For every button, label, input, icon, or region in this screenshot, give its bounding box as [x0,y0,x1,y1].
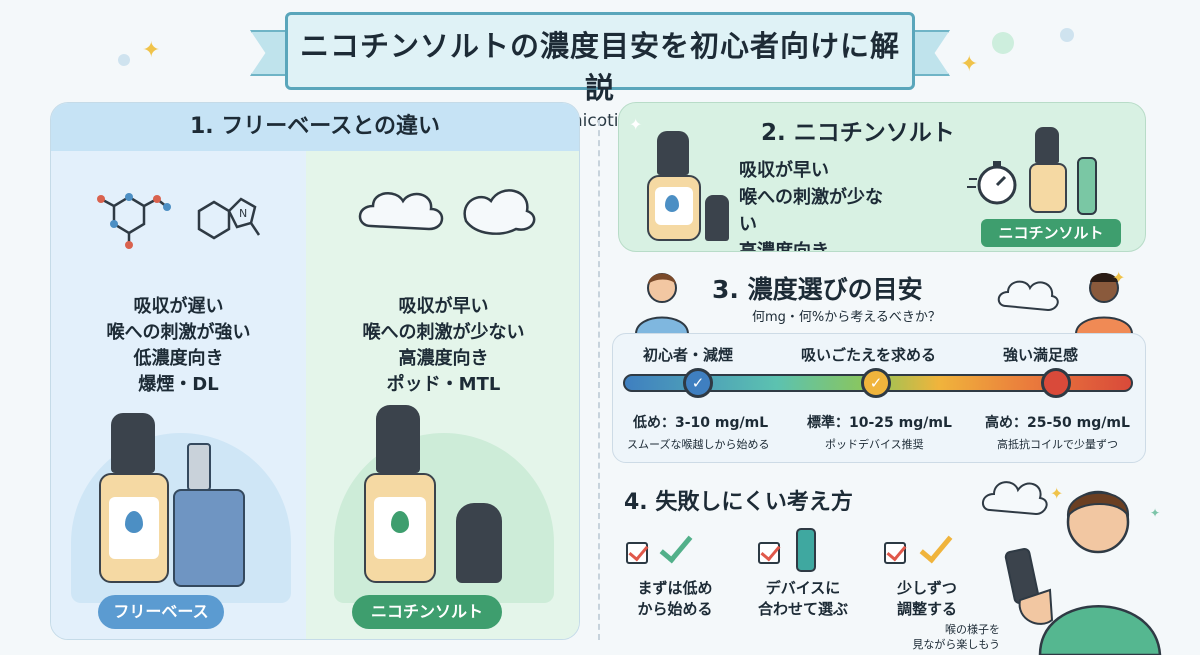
section2-badge: ニコチンソルト [981,219,1121,247]
pod-icon [456,503,502,583]
tip-1-line2: から始める [637,600,713,618]
section1-heading: 1. フリーベースとの違い [51,103,579,151]
sparkle-icon: ✦ [1150,506,1161,520]
page-title: ニコチンソルトの濃度目安を初心者向けに解説 [299,29,900,105]
salt-feature-4: ポッド・MTL [386,374,501,395]
molecule-icon: N [97,193,261,249]
salt-features: 吸収が早い 喉への刺激が少ない 高濃度向き ポッド・MTL [306,294,579,398]
freebase-feature-2: 喉への刺激が強い [106,322,251,343]
freebase-feature-1: 吸収が遅い [133,296,224,317]
bottle-cap-icon [376,405,420,473]
bottle-cap-icon [1035,127,1059,163]
salt-feature-3: 高濃度向き [398,348,489,369]
freebase-features: 吸収が遅い 喉への刺激が強い 低濃度向き 爆煙・DL [51,294,306,398]
section2-feature-2: 喉への刺激が少ない [739,187,883,235]
pod-device-icon [1077,157,1097,215]
tip-2: デバイスに 合わせて選ぶ [748,578,858,620]
person-vaping-illustration [982,481,1162,655]
sparkle-icon: ✦ [960,52,979,77]
level-high-label: 強い満足感 [1003,346,1079,364]
dot-icon [118,54,130,66]
salt-pill: ニコチンソルト [352,595,502,629]
title-banner: ニコチンソルトの濃度目安を初心者向けに解説 ( beginners guides… [285,12,915,131]
box-mod-icon [173,489,245,587]
bottle-cap-icon [111,413,155,473]
salt-column: 吸収が早い 喉への刺激が少ない 高濃度向き ポッド・MTL ニコチンソルト [306,151,579,639]
salt-feature-1: 吸収が早い [398,296,489,317]
tip-3-line2: 調整する [896,600,957,618]
tip-3-line1: 少しずつ [897,579,957,597]
level-low-range: 低め：3-10 mg/mL [633,415,769,431]
checkbox-icon [758,542,780,564]
drop-icon [125,511,143,533]
freebase-feature-4: 爆煙・DL [138,374,219,395]
sparkle-icon: ✦ [1050,484,1064,503]
level-mid-note: ポッドデバイス推奨 [825,438,924,451]
sparkle-icon: ✦ [629,115,643,134]
section2-feature-1: 吸収が早い [739,160,829,181]
cloud-icon [358,189,536,235]
section-nicotine-salt: 2. ニコチンソルト ✦ 吸収が早い 喉への刺激が少ない 高濃度向き ニコチンソ… [618,102,1146,252]
section-freebase-comparison: 1. フリーベースとの違い N 吸収が遅い 喉への刺激が強い 低濃度向き 爆煙・… [50,102,580,640]
salt-feature-2: 喉への刺激が少ない [362,322,525,343]
level-high-note: 高抵抗コイルで少量ずつ [997,438,1118,451]
level-high-range: 高め：25-50 mg/mL [985,415,1130,431]
section2-feature-3: 高濃度向き [739,241,829,252]
svg-text:N: N [239,207,247,220]
stopwatch-icon [967,161,1017,205]
tip-1: まずは低め から始める [620,578,730,620]
check-icon [919,528,953,564]
gauge-marker-high [1041,368,1071,398]
freebase-feature-3: 低濃度向き [133,348,224,369]
drop-icon [665,195,679,212]
liquid-bottle-icon [99,473,169,583]
dot-icon [992,32,1014,54]
checkbox-icon [626,542,648,564]
gauge-marker-low: ✓ [683,368,713,398]
section2-features: 吸収が早い 喉への刺激が少ない 高濃度向き [739,157,899,252]
section3-heading: 3. 濃度選びの目安 [712,275,923,304]
freebase-column: N 吸収が遅い 喉への刺激が強い 低濃度向き 爆煙・DL フリーベース [51,151,306,639]
freebase-pill: フリーベース [98,595,224,629]
section4-heading: 4. 失敗しにくい考え方 [624,490,853,515]
section4-aside-line2: 見ながら楽しもう [912,638,1000,651]
checkbox-icon [884,542,906,564]
liquid-bottle-icon [364,473,436,583]
gauge-marker-mid: ✓ [861,368,891,398]
section2-heading: 2. ニコチンソルト [761,120,955,146]
section4-aside-line1: 喉の様子を [945,623,1000,636]
level-low-label: 初心者・減煙 [643,346,734,364]
liquid-bottle-icon [647,175,701,241]
level-mid-range: 標準：10-25 mg/mL [807,415,952,431]
pod-device-icon [796,528,816,572]
concentration-gauge-panel: 初心者・減煙 吸いごたえを求める 強い満足感 ✓ ✓ 低め：3-10 mg/mL… [612,333,1146,463]
dot-icon [1060,28,1074,42]
person-icon [634,273,690,334]
tank-icon [187,443,211,491]
section3-question: 何mg・何%から考えるべきか？ [752,310,941,325]
sparkle-icon: ✦ [142,38,161,63]
cloud-icon [997,280,1059,312]
liquid-bottle-icon [1029,163,1067,213]
person-icon [1074,273,1134,334]
level-low-note: スムーズな喉越しから始める [627,438,770,451]
column-divider [598,120,600,640]
bottle-cap-icon [657,131,689,175]
check-icon [659,528,693,564]
drop-icon [391,511,409,533]
pod-icon [705,195,729,241]
sparkle-icon: ✦ [1112,268,1126,287]
tip-1-line1: まずは低め [637,579,713,597]
tip-2-line2: 合わせて選ぶ [757,600,848,618]
tip-2-line1: デバイスに [765,579,841,597]
level-mid-label: 吸いごたえを求める [801,346,937,364]
tip-3: 少しずつ 調整する [872,578,982,620]
